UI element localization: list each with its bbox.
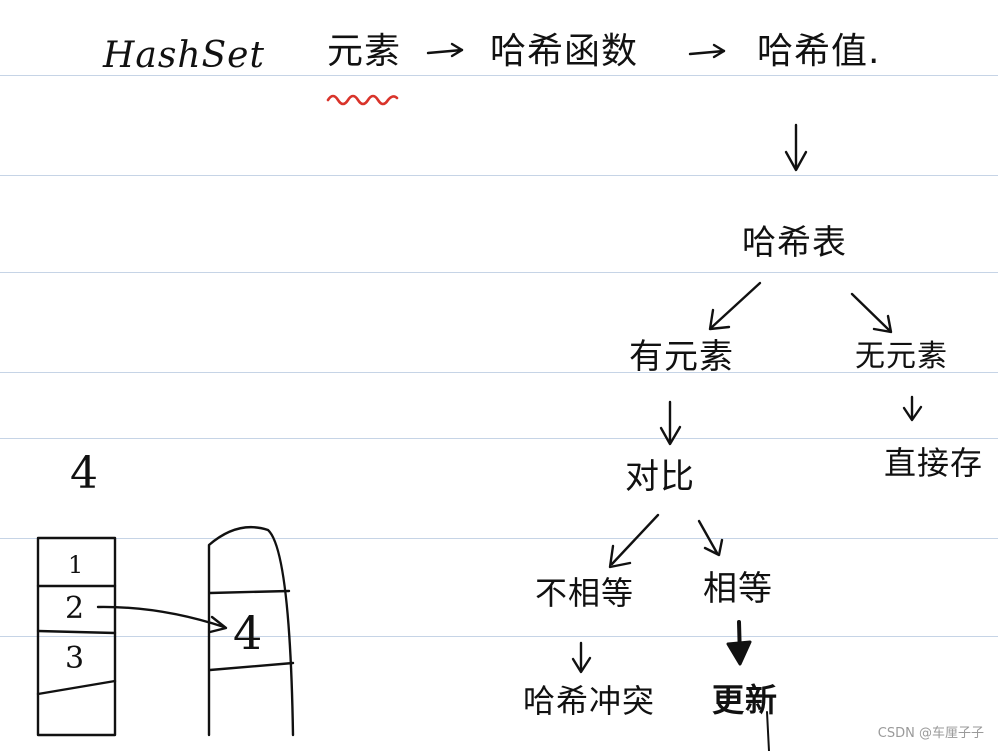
label-has-element: 有元素	[629, 337, 734, 377]
label-compare: 对比	[625, 457, 695, 497]
label-equal: 相等	[703, 569, 773, 609]
table-slot-2: 2	[65, 591, 86, 626]
label-store-directly: 直接存	[884, 444, 984, 482]
arrow-right-icon	[426, 42, 464, 58]
arrow-down-left-icon	[608, 513, 660, 569]
table-slot-1: 1	[68, 551, 85, 579]
label-hash-function: 哈希函数	[490, 31, 639, 72]
red-squiggle	[326, 94, 399, 106]
label-element: 元素	[327, 31, 402, 72]
update-tail	[766, 711, 770, 751]
title-hashset: HashSet	[103, 35, 265, 76]
table-slot-3: 3	[65, 641, 86, 676]
ruled-line	[0, 272, 998, 273]
bucket-value: 4	[233, 606, 264, 660]
arrow-down-right-icon	[850, 292, 893, 334]
arrow-down-icon	[571, 641, 592, 674]
arrow-down-icon	[902, 395, 923, 422]
label-four: 4	[70, 448, 99, 499]
ruled-line	[0, 636, 998, 637]
label-hash-collision: 哈希冲突	[523, 682, 656, 720]
arrow-down-right-icon	[697, 519, 724, 557]
ruled-line	[0, 175, 998, 176]
arrow-down-icon	[784, 123, 808, 172]
arrow-right-icon	[96, 605, 228, 634]
label-not-equal: 不相等	[535, 574, 635, 612]
bucket-container	[207, 526, 295, 737]
label-update: 更新	[712, 681, 779, 719]
ruled-line	[0, 538, 998, 539]
label-no-element: 无元素	[855, 339, 948, 374]
arrow-right-icon	[688, 43, 726, 59]
label-hash-value: 哈希值.	[757, 31, 881, 72]
watermark: CSDN @车厘子子	[877, 726, 984, 741]
label-hash-table: 哈希表	[742, 223, 847, 263]
ruled-line	[0, 75, 998, 76]
ruled-line	[0, 438, 998, 439]
ruled-line	[0, 372, 998, 373]
arrow-down-icon	[659, 400, 682, 446]
arrow-down-icon	[726, 620, 752, 666]
arrow-down-left-icon	[708, 281, 762, 331]
array-table	[36, 536, 117, 737]
